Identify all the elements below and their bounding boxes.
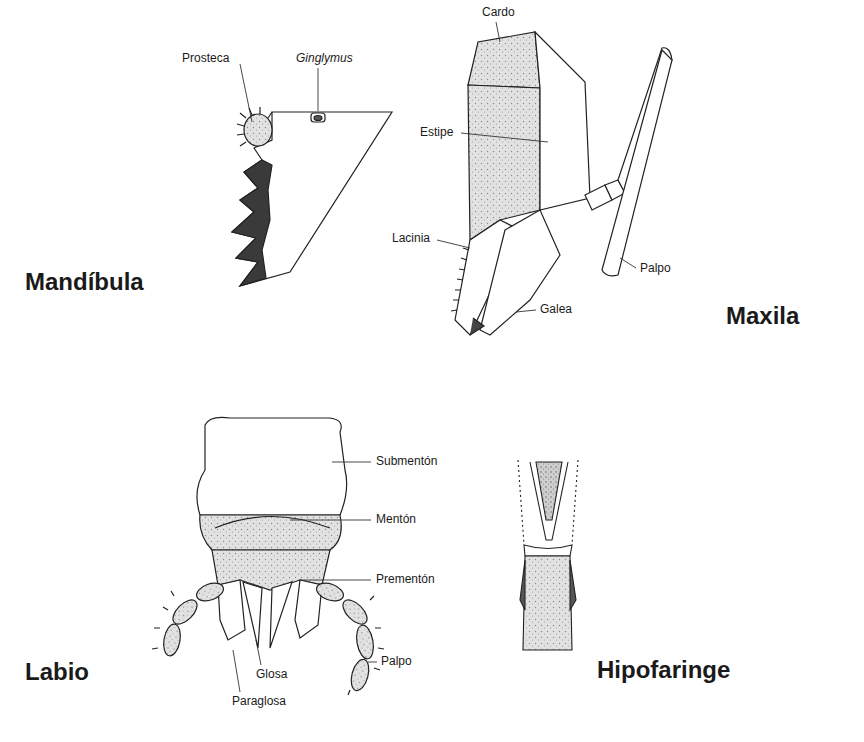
part-label: Paraglosa	[232, 695, 286, 709]
part-label: Estipe	[420, 126, 453, 140]
structure-title: Maxila	[726, 302, 799, 330]
labium-drawing	[169, 596, 202, 629]
mandible-drawing	[311, 113, 325, 122]
hypopharynx-drawing	[518, 460, 578, 650]
part-label: Lacinia	[392, 232, 430, 246]
leader-line	[300, 580, 371, 581]
hypopharynx-drawing	[518, 460, 578, 545]
part-label: Prosteca	[182, 52, 229, 66]
leader-line	[620, 258, 636, 268]
mandible-drawing	[232, 160, 272, 286]
part-label: Prementón	[376, 573, 435, 587]
hypopharynx-drawing	[530, 462, 568, 540]
labium-drawing	[354, 624, 376, 660]
structure-title: Hipofaringe	[597, 656, 730, 684]
leader-line	[240, 64, 252, 122]
maxilla-drawing	[480, 210, 560, 335]
labium-drawing	[314, 580, 346, 605]
mandible-drawing	[232, 107, 392, 286]
mandible-drawing	[237, 107, 272, 146]
hypopharynx-drawing	[524, 545, 572, 556]
labium-drawing	[243, 582, 262, 648]
maxilla-drawing	[451, 248, 469, 311]
leader-line	[496, 22, 500, 42]
structure-title: Mandíbula	[25, 268, 144, 296]
maxilla-drawing	[602, 50, 672, 276]
labium-drawing	[270, 582, 292, 648]
labium-drawing	[348, 657, 372, 692]
labium-drawing	[197, 417, 347, 515]
leader-line	[318, 68, 319, 111]
leader-line	[516, 310, 536, 312]
labium-drawing	[161, 623, 182, 657]
part-label: Cardo	[482, 6, 515, 20]
part-label: Palpo	[640, 262, 671, 276]
leader-line	[256, 640, 261, 665]
leader-line	[368, 662, 377, 663]
labium-drawing	[152, 417, 384, 695]
mandible-drawing	[314, 116, 322, 121]
part-label: Ginglymus	[296, 52, 353, 66]
part-label: Mentón	[376, 513, 416, 527]
leader-line	[461, 133, 548, 142]
labium-drawing	[194, 580, 226, 605]
maxilla-drawing	[535, 32, 590, 210]
part-label: Galea	[540, 303, 572, 317]
maxilla-drawing	[451, 32, 672, 335]
hypopharynx-drawing	[536, 462, 562, 520]
leader-line	[233, 22, 636, 692]
part-label: Palpo	[381, 655, 412, 669]
mandible-drawing	[244, 114, 272, 146]
leader-line	[332, 462, 371, 463]
labium-drawing	[152, 591, 384, 695]
part-label: Glosa	[256, 668, 287, 682]
maxilla-drawing	[470, 318, 484, 335]
hypopharynx-drawing	[523, 556, 572, 650]
leader-line	[233, 650, 240, 692]
leader-line	[290, 520, 371, 521]
structure-title: Labio	[25, 658, 89, 686]
hypopharynx-drawing	[520, 560, 576, 610]
mandible-drawing	[232, 112, 392, 286]
leader-line	[437, 240, 470, 248]
labium-drawing	[339, 596, 372, 629]
labium-drawing	[215, 517, 330, 529]
maxilla-drawing	[468, 32, 540, 88]
part-label: Submentón	[376, 455, 437, 469]
